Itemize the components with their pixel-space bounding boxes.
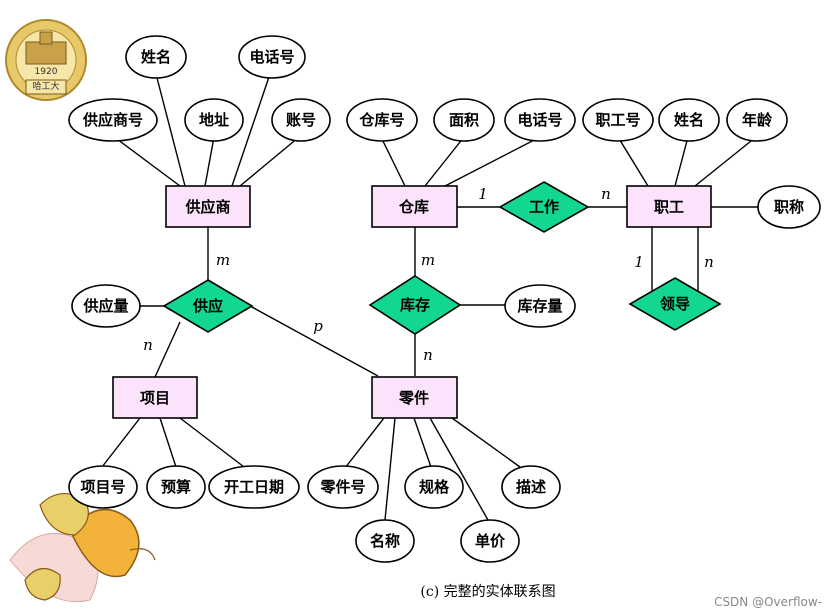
logo-name: 哈工大: [32, 80, 59, 92]
svg-text:地址: 地址: [199, 111, 229, 129]
svg-text:职工: 职工: [654, 198, 684, 216]
svg-text:姓名: 姓名: [141, 48, 171, 66]
svg-text:仓库: 仓库: [398, 198, 429, 216]
attr-supplier-account: 账号: [271, 98, 331, 142]
entity-warehouse: 仓库: [371, 185, 458, 228]
card-supply-part: p: [313, 317, 323, 335]
rel-stock: 库存: [368, 275, 462, 335]
svg-text:面积: 面积: [449, 111, 479, 129]
svg-text:开工日期: 开工日期: [224, 478, 284, 496]
svg-text:零件: 零件: [398, 389, 429, 407]
entity-employee: 职工: [626, 185, 712, 228]
svg-text:供应商: 供应商: [184, 198, 230, 216]
logo-year: 1920: [35, 67, 58, 77]
watermark: CSDN @Overflow-: [714, 595, 822, 609]
attr-warehouse-id: 仓库号: [346, 98, 418, 142]
attr-part-id: 零件号: [307, 465, 379, 509]
attr-project-start: 开工日期: [208, 465, 300, 509]
attr-supplier-phone: 电话号: [238, 35, 306, 79]
attr-employee-id: 职工号: [582, 98, 654, 142]
svg-text:零件号: 零件号: [319, 478, 365, 496]
card-work-employee: n: [601, 185, 611, 203]
university-logo: 1920 哈工大: [5, 19, 87, 101]
svg-text:电话号: 电话号: [249, 48, 294, 66]
attr-part-spec: 规格: [404, 465, 464, 509]
entity-supplier: 供应商: [165, 185, 251, 228]
attr-employee-name: 姓名: [658, 98, 720, 142]
attr-supply-qty: 供应量: [71, 284, 141, 328]
svg-text:项目: 项目: [140, 389, 170, 407]
svg-text:姓名: 姓名: [674, 111, 704, 129]
attr-stock-qty: 库存量: [504, 284, 576, 328]
svg-text:职工号: 职工号: [595, 111, 640, 129]
attr-warehouse-area: 面积: [433, 98, 495, 142]
rel-supply: 供应: [162, 279, 254, 333]
attr-supplier-name: 姓名: [125, 35, 187, 79]
svg-text:供应量: 供应量: [82, 297, 128, 315]
rel-lead: 领导: [628, 277, 722, 331]
attribute-ovals: 姓名 电话号 供应商号 地址 账号 仓库号 面积 电话号: [68, 35, 821, 563]
svg-text:年龄: 年龄: [742, 111, 773, 129]
figure-caption: (c) 完整的实体联系图: [420, 584, 555, 600]
svg-text:账号: 账号: [286, 111, 316, 129]
card-warehouse-work: 1: [478, 185, 488, 203]
entity-boxes: 供应商 仓库 职工 项目 零件: [112, 185, 712, 419]
svg-text:规格: 规格: [419, 478, 450, 496]
card-supply-project: n: [143, 336, 153, 354]
attr-part-desc: 描述: [501, 465, 561, 509]
svg-text:项目号: 项目号: [80, 478, 125, 496]
attr-part-name: 名称: [355, 519, 415, 563]
svg-text:职称: 职称: [774, 198, 804, 216]
attr-supplier-address: 地址: [184, 98, 244, 142]
relationship-diamonds: 供应 工作 库存 领导: [162, 181, 722, 335]
svg-text:工作: 工作: [529, 198, 559, 216]
svg-text:名称: 名称: [370, 532, 400, 550]
attr-employee-age: 年龄: [726, 98, 788, 142]
connector-lines: [101, 73, 758, 521]
attr-part-price: 单价: [460, 519, 520, 563]
attr-supplier-id: 供应商号: [68, 98, 158, 142]
entity-part: 零件: [371, 376, 458, 419]
svg-text:仓库号: 仓库号: [358, 111, 404, 129]
card-lead-right: n: [704, 253, 714, 271]
attr-project-id: 项目号: [68, 465, 138, 509]
card-supplier-supply: m: [216, 251, 230, 269]
svg-text:库存: 库存: [400, 296, 430, 314]
cardinality-labels: m n p 1 n m n 1 n: [143, 185, 714, 364]
card-warehouse-stock: m: [421, 251, 435, 269]
card-stock-part: n: [423, 346, 433, 364]
attr-employee-title: 职称: [757, 185, 821, 229]
svg-text:单价: 单价: [475, 532, 506, 550]
leaf-decoration: [9, 493, 156, 603]
svg-text:描述: 描述: [516, 478, 546, 496]
svg-text:供应: 供应: [192, 297, 223, 315]
rel-work: 工作: [498, 181, 590, 233]
entity-project: 项目: [112, 376, 198, 419]
card-lead-left: 1: [634, 253, 644, 271]
svg-text:库存量: 库存量: [517, 297, 562, 315]
svg-text:领导: 领导: [659, 295, 690, 313]
svg-text:供应商号: 供应商号: [82, 111, 143, 129]
svg-text:电话号: 电话号: [517, 111, 562, 129]
svg-text:预算: 预算: [161, 478, 191, 496]
attr-project-budget: 预算: [146, 465, 206, 509]
attr-warehouse-phone: 电话号: [504, 98, 576, 142]
